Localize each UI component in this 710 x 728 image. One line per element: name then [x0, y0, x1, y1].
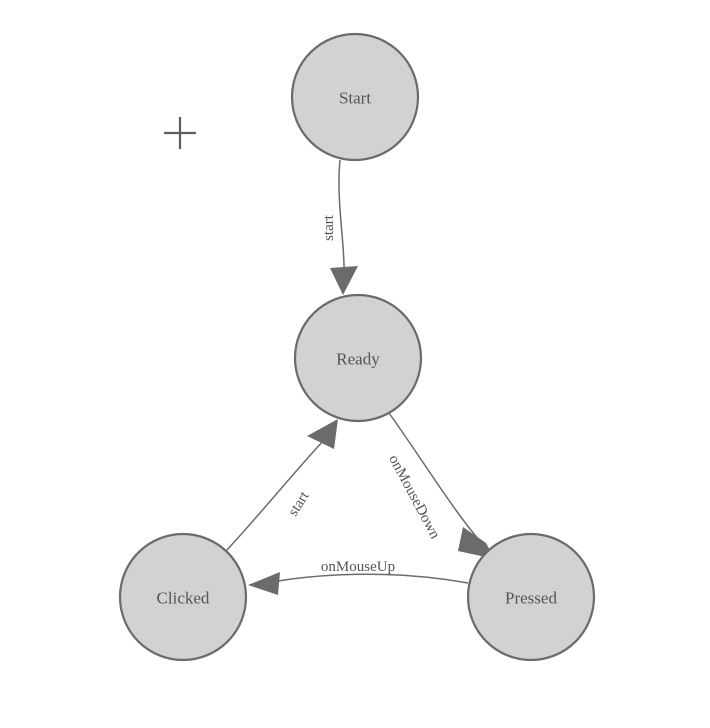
arrowhead-pressed-to-clicked: [248, 572, 280, 595]
state-node-start[interactable]: Start: [290, 32, 420, 162]
edge-label-start-clicked: start: [285, 488, 313, 519]
state-node-ready-label: Ready: [336, 350, 380, 369]
edge-ready-to-pressed[interactable]: onMouseDown: [385, 412, 495, 559]
state-node-pressed-circle[interactable]: [466, 532, 596, 662]
edge-path-pressed-to-clicked: [271, 573, 469, 584]
edge-pressed-to-clicked[interactable]: onMouseUp: [248, 559, 469, 595]
crosshair-icon: [164, 117, 196, 149]
state-node-start-label: Start: [339, 89, 371, 108]
state-node-start-circle[interactable]: [290, 32, 420, 162]
edge-path-start-to-ready: [338, 159, 345, 273]
state-node-clicked-label: Clicked: [157, 589, 210, 608]
state-node-ready-circle[interactable]: [293, 293, 423, 423]
state-node-pressed-label: Pressed: [505, 589, 557, 608]
edge-path-clicked-to-ready: [225, 439, 325, 552]
state-node-clicked-circle[interactable]: [118, 532, 248, 662]
arrowhead-start-to-ready: [330, 266, 358, 295]
arrowhead-ready-to-pressed: [458, 527, 495, 559]
edge-label-onmouseup: onMouseUp: [321, 559, 395, 575]
state-node-clicked[interactable]: Clicked: [118, 532, 248, 662]
arrowhead-clicked-to-ready: [307, 419, 338, 449]
edge-label-onmousedown: onMouseDown: [385, 452, 443, 542]
edge-label-start: start: [321, 214, 337, 241]
state-node-pressed[interactable]: Pressed: [466, 532, 596, 662]
edge-path-ready-to-pressed: [388, 412, 486, 548]
state-node-ready[interactable]: Ready: [293, 293, 423, 423]
edge-start-to-ready[interactable]: start: [321, 159, 358, 295]
edge-clicked-to-ready[interactable]: start: [225, 419, 338, 552]
